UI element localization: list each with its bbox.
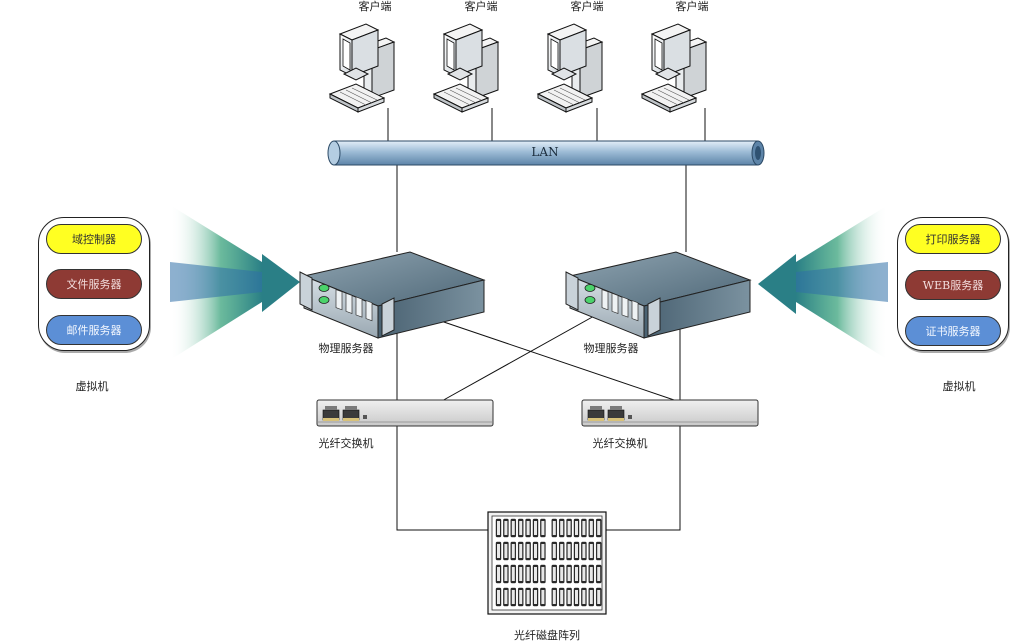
physical-server-label: 物理服务器 (318, 342, 374, 355)
disk-slot-highlight (567, 567, 571, 581)
disk-slot-highlight (534, 590, 537, 604)
disk-slot-highlight (534, 544, 537, 558)
client-computer-icon (641, 23, 707, 113)
disk-slot-highlight (497, 590, 500, 604)
fiber-switch-icon (316, 399, 494, 427)
disk-slot-highlight (534, 567, 537, 581)
disk-slot-highlight (552, 521, 556, 535)
disk-slot-highlight (552, 590, 556, 604)
disk-slot-highlight (560, 544, 564, 558)
storage-label: 光纤磁盘阵列 (514, 629, 580, 642)
vm-item-print-server: 打印服务器 (905, 224, 1001, 254)
disk-slot-highlight (519, 521, 523, 535)
vm-item-file-server: 文件服务器 (46, 269, 142, 299)
disk-slot-highlight (560, 521, 564, 535)
disk-slot-highlight (519, 567, 523, 581)
disk-slot-highlight (504, 567, 508, 581)
disk-slot-highlight (575, 544, 578, 558)
vm-caption-right: 虚拟机 (942, 380, 976, 393)
fiber-disk-array-icon (487, 511, 607, 615)
vm-item-cert-server: 证书服务器 (905, 316, 1001, 346)
disk-slot-highlight (526, 521, 530, 535)
disk-slot-highlight (597, 590, 601, 604)
disk-slot-highlight (526, 567, 530, 581)
physical-server-label: 物理服务器 (583, 342, 639, 355)
disk-slot-highlight (511, 590, 515, 604)
disk-slot-highlight (597, 521, 601, 535)
client-label: 客户端 (464, 0, 498, 13)
physical-server-icon (565, 251, 751, 339)
disk-slot-highlight (552, 544, 556, 558)
disk-slot-highlight (589, 590, 593, 604)
disk-slot-highlight (504, 590, 508, 604)
disk-slot-highlight (497, 567, 500, 581)
disk-slot-highlight (541, 521, 545, 535)
disk-slot-highlight (511, 544, 515, 558)
disk-slot-highlight (597, 544, 601, 558)
fiber-switch-label: 光纤交换机 (592, 437, 648, 450)
disk-slot-highlight (567, 590, 571, 604)
client-label: 客户端 (358, 0, 392, 13)
disk-slot-highlight (597, 567, 601, 581)
physical-server-icon (299, 251, 485, 339)
disk-slot-highlight (575, 521, 578, 535)
disk-slot-highlight (582, 544, 586, 558)
server-left-switch-right-link (431, 317, 681, 403)
client-computer-icon (433, 23, 499, 113)
disk-slot-highlight (582, 590, 586, 604)
disk-slot-highlight (567, 521, 571, 535)
fiber-switch-label: 光纤交换机 (318, 437, 374, 450)
disk-slot-highlight (511, 567, 515, 581)
disk-slot-highlight (582, 567, 586, 581)
disk-slot-highlight (497, 521, 500, 535)
vm-item-mail-server: 邮件服务器 (46, 315, 142, 345)
disk-slot-highlight (534, 521, 537, 535)
disk-slot-highlight (582, 521, 586, 535)
disk-slot-highlight (541, 544, 545, 558)
disk-slot-highlight (511, 521, 515, 535)
disk-slot-highlight (541, 567, 545, 581)
disk-slot-highlight (589, 544, 593, 558)
vm-group-left: 域控制器 文件服务器 邮件服务器 (38, 217, 150, 351)
vm-caption-left: 虚拟机 (75, 380, 109, 393)
switch-right-storage-link (604, 426, 681, 531)
disk-slot-highlight (552, 567, 556, 581)
disk-slot-highlight (504, 521, 508, 535)
disk-slot-highlight (497, 544, 500, 558)
client-label: 客户端 (675, 0, 709, 13)
fiber-switch-icon (581, 399, 759, 427)
vm-item-domain-controller: 域控制器 (46, 224, 142, 254)
lan-label: LAN (531, 145, 559, 159)
vm-item-web-server: WEB服务器 (905, 270, 1001, 300)
disk-slot-highlight (519, 544, 523, 558)
disk-slot-highlight (541, 590, 545, 604)
disk-slot-highlight (589, 521, 593, 535)
disk-slot-highlight (504, 544, 508, 558)
disk-slot-highlight (589, 567, 593, 581)
disk-slot-highlight (567, 544, 571, 558)
funnel-left-icon (170, 205, 300, 360)
disk-slot-highlight (575, 590, 578, 604)
client-label: 客户端 (570, 0, 604, 13)
client-computer-icon (537, 23, 603, 113)
vm-group-right: 打印服务器 WEB服务器 证书服务器 (897, 217, 1009, 351)
funnel-right-icon (758, 205, 888, 360)
disk-slot-highlight (560, 590, 564, 604)
lan-pipe (327, 140, 765, 166)
disk-slot-highlight (526, 590, 530, 604)
disk-slot-highlight (575, 567, 578, 581)
client-computer-icon (329, 23, 395, 113)
disk-slot-highlight (560, 567, 564, 581)
disk-slot-highlight (526, 544, 530, 558)
switch-left-storage-link (396, 426, 490, 531)
disk-slot-highlight (519, 590, 523, 604)
